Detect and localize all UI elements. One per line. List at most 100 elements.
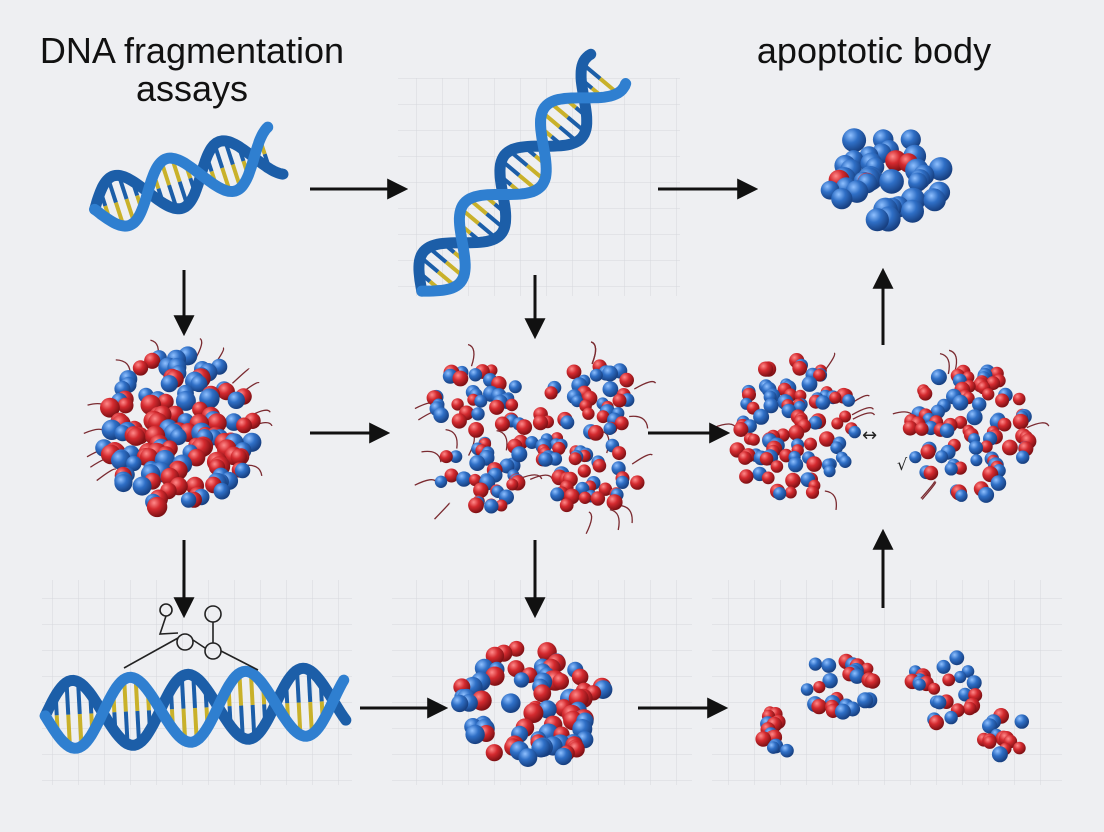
atom-blue bbox=[468, 368, 483, 382]
atom-red bbox=[761, 471, 775, 485]
backbone-strand bbox=[413, 48, 597, 297]
fragmenting-x-left-arm bbox=[414, 343, 522, 456]
atom-red bbox=[485, 744, 503, 762]
atom-blue bbox=[511, 446, 528, 463]
double-arrow-symbol: ↔ bbox=[862, 425, 877, 446]
atom-red bbox=[784, 486, 797, 499]
small-cluster-2 bbox=[800, 653, 881, 720]
atom-red bbox=[468, 422, 484, 438]
atom-red bbox=[485, 646, 505, 666]
atom-blue bbox=[501, 693, 521, 713]
atom-red bbox=[552, 673, 569, 690]
atom-red bbox=[813, 681, 826, 694]
atom-red bbox=[596, 410, 610, 424]
atom-blue bbox=[531, 738, 551, 758]
side-chain-strand bbox=[948, 349, 958, 372]
atom-blue bbox=[966, 675, 982, 691]
atom-red bbox=[738, 451, 752, 465]
title-left-text: DNA fragmentation assays bbox=[39, 30, 345, 109]
atom-blue bbox=[484, 499, 499, 514]
atom-blue bbox=[538, 452, 553, 467]
dna-helix-tilted bbox=[413, 48, 632, 297]
atom-blue bbox=[901, 199, 924, 223]
atom-red bbox=[770, 460, 784, 473]
atom-blue bbox=[930, 369, 947, 386]
atom-blue bbox=[991, 746, 1008, 763]
atom-red bbox=[839, 410, 852, 423]
side-chain-strand bbox=[496, 429, 508, 451]
atom-red bbox=[552, 441, 566, 455]
atom-blue bbox=[132, 476, 152, 496]
atom-red bbox=[995, 393, 1010, 408]
atom-blue bbox=[966, 409, 983, 426]
atom-blue bbox=[808, 657, 823, 671]
grid-background-bottom-right bbox=[712, 580, 1062, 785]
atom-blue bbox=[160, 375, 178, 393]
atom-blue bbox=[525, 436, 539, 449]
side-chain-strand bbox=[421, 450, 442, 463]
side-chain-strand bbox=[414, 479, 438, 486]
atom-blue bbox=[831, 188, 853, 210]
atom-red bbox=[788, 424, 805, 441]
atom-blue bbox=[949, 650, 965, 666]
side-chain-strand bbox=[713, 423, 737, 429]
side-chain-strand bbox=[434, 502, 451, 520]
atom-red bbox=[819, 431, 835, 447]
atom-blue bbox=[879, 169, 904, 194]
atom-red bbox=[126, 427, 146, 446]
atom-blue bbox=[456, 471, 472, 487]
atom-blue bbox=[126, 455, 142, 472]
side-chain-strand bbox=[609, 508, 620, 531]
atom-blue bbox=[842, 394, 855, 407]
atom-blue bbox=[111, 450, 131, 470]
atom-blue bbox=[865, 208, 889, 232]
atom-red bbox=[918, 386, 933, 401]
atom-red bbox=[962, 701, 977, 716]
side-chain-strand bbox=[920, 480, 936, 499]
atom-red bbox=[1013, 741, 1026, 755]
atom-blue bbox=[788, 457, 804, 473]
split-cluster-right bbox=[892, 349, 1050, 503]
atom-blue bbox=[848, 425, 861, 439]
atom-red bbox=[923, 465, 939, 481]
atom-blue bbox=[815, 395, 831, 410]
atom-red bbox=[980, 440, 993, 453]
side-chain-strand bbox=[1026, 422, 1050, 429]
atom-red bbox=[559, 498, 574, 513]
atom-blue bbox=[932, 695, 947, 710]
atom-red bbox=[733, 422, 749, 437]
atom-blue bbox=[928, 157, 953, 181]
fragmenting-x-lower-right-arm bbox=[529, 438, 653, 535]
atom-red bbox=[982, 388, 995, 401]
atom-blue bbox=[944, 710, 958, 725]
atom-blue bbox=[190, 375, 208, 393]
atom-blue bbox=[857, 692, 874, 709]
atom-blue bbox=[508, 380, 522, 394]
atom-blue bbox=[801, 376, 818, 392]
atom-red bbox=[508, 640, 525, 657]
atom-red bbox=[861, 662, 874, 675]
atom-red bbox=[587, 425, 604, 441]
atom-blue bbox=[990, 475, 1007, 491]
atom-red bbox=[811, 698, 827, 715]
side-chain-strand bbox=[585, 511, 593, 535]
fragmenting-x-lower-left-arm bbox=[414, 428, 543, 520]
atom-blue bbox=[838, 455, 852, 469]
atom-blue bbox=[603, 422, 617, 436]
fragmenting-x-right-arm bbox=[544, 341, 657, 454]
atom-red bbox=[468, 497, 484, 514]
atom-red bbox=[146, 496, 168, 518]
atom-blue bbox=[753, 408, 770, 425]
atom-red bbox=[758, 361, 774, 377]
atom-blue bbox=[213, 482, 231, 500]
atom-blue bbox=[952, 394, 969, 411]
atom-blue bbox=[909, 451, 922, 464]
atom-blue bbox=[923, 189, 946, 212]
atom-red bbox=[1012, 392, 1026, 406]
atom-blue bbox=[978, 486, 995, 503]
atom-red bbox=[813, 368, 826, 382]
atom-blue bbox=[602, 381, 619, 398]
atom-red bbox=[451, 398, 464, 411]
atom-red bbox=[915, 422, 929, 436]
apoptotic-body-cluster bbox=[820, 128, 953, 232]
